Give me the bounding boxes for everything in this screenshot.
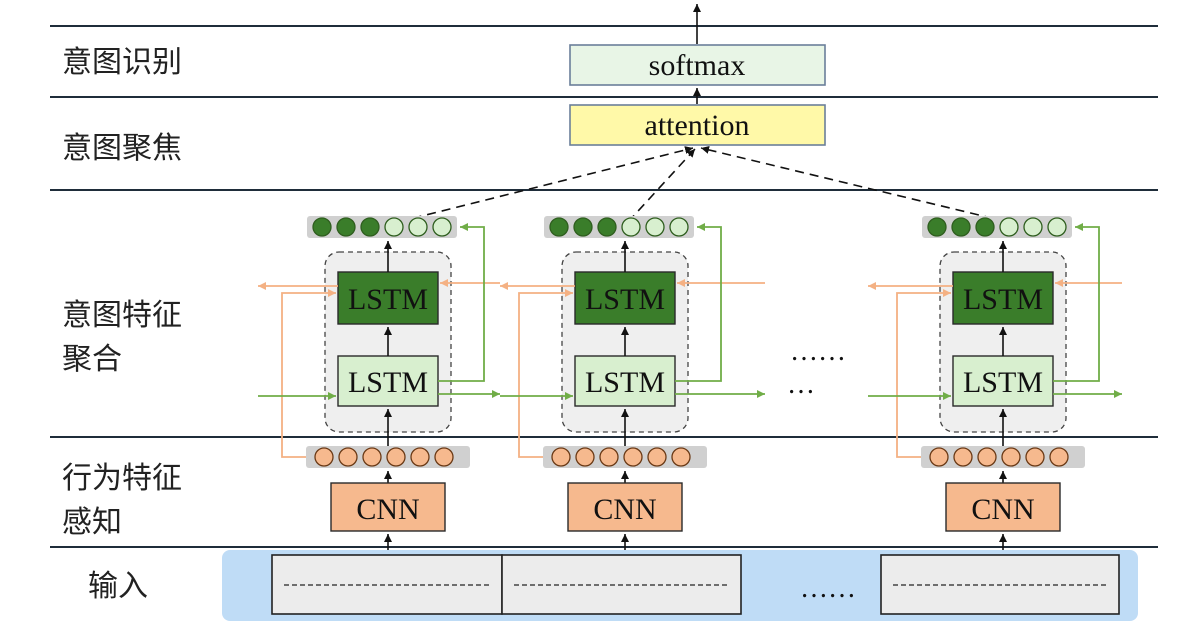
softmax-label: softmax (649, 49, 746, 82)
lstm-bottom-label: LSTM (348, 366, 428, 399)
hidden-unit-active (597, 217, 617, 237)
lstm-bottom-box (337, 355, 439, 407)
hidden-unit-active (975, 217, 995, 237)
cnn-label: CNN (356, 493, 419, 526)
input-cell-1 (271, 554, 503, 615)
hidden-unit-inactive (384, 217, 404, 237)
feature-unit (434, 447, 454, 467)
row-label-focus: 意图聚焦 (62, 131, 182, 166)
lstm-top-label: LSTM (348, 283, 428, 316)
hidden-unit-active (951, 217, 971, 237)
softmax-box: softmax (569, 44, 826, 86)
hidden-unit-inactive (621, 217, 641, 237)
feature-unit (623, 447, 643, 467)
hidden-unit-active (549, 217, 569, 237)
row-label-perception: 行为特征感知 (62, 461, 182, 540)
row-label-recognition: 意图识别 (62, 45, 182, 80)
feature-unit (953, 447, 973, 467)
lstm-bottom-box (574, 355, 676, 407)
column-3: LSTM LSTM CNN (868, 216, 1122, 555)
hidden-unit-active (573, 217, 593, 237)
lstm-top-box (952, 271, 1054, 325)
row-label-aggregation: 意图特征聚合 (62, 298, 182, 377)
cnn-box (945, 482, 1061, 532)
backward-input-line (896, 289, 951, 458)
ellipsis-lower: … (787, 369, 815, 400)
cnn-label: CNN (593, 493, 656, 526)
feature-unit (362, 447, 382, 467)
attention-label: attention (645, 109, 750, 142)
lstm-bottom-label: LSTM (963, 366, 1043, 399)
feature-unit (599, 447, 619, 467)
attention-dashed-links (397, 145, 1009, 223)
forward-output-line (675, 223, 722, 382)
lstm-bottom-label: LSTM (585, 366, 665, 399)
lstm-cnn-columns: LSTM LSTM CNN LSTM LSTM CNN LSTM LSTM CNN (258, 216, 1122, 555)
ellipsis-upper: …… (790, 336, 846, 367)
hidden-unit-inactive (1047, 217, 1067, 237)
lstm-bottom-box (952, 355, 1054, 407)
hidden-unit-active (927, 217, 947, 237)
hidden-unit-active (336, 217, 356, 237)
feature-unit (551, 447, 571, 467)
column-1: LSTM LSTM CNN (258, 216, 500, 555)
lstm-top-label: LSTM (963, 283, 1043, 316)
cnn-box (567, 482, 683, 532)
feature-unit (410, 447, 430, 467)
feature-unit (1001, 447, 1021, 467)
forward-output-line (438, 223, 485, 382)
backward-input-line (281, 289, 336, 458)
feature-unit (1025, 447, 1045, 467)
row-separators (50, 25, 1158, 548)
hidden-unit-inactive (669, 217, 689, 237)
feature-unit (1049, 447, 1069, 467)
hidden-unit-inactive (408, 217, 428, 237)
row-label-input: 输入 (88, 569, 148, 604)
backward-input-line (518, 289, 573, 458)
cnn-label: CNN (971, 493, 1034, 526)
feature-unit (575, 447, 595, 467)
hidden-unit-active (360, 217, 380, 237)
lstm-top-label: LSTM (585, 283, 665, 316)
feature-unit (647, 447, 667, 467)
row-labels: 意图识别 意图聚焦 意图特征聚合 行为特征感知 输入 (62, 45, 182, 604)
feature-unit (671, 447, 691, 467)
feature-unit (977, 447, 997, 467)
cnn-box (330, 482, 446, 532)
lstm-top-box (574, 271, 676, 325)
hidden-unit-active (312, 217, 332, 237)
hidden-unit-inactive (432, 217, 452, 237)
hidden-unit-inactive (1023, 217, 1043, 237)
attention-box: attention (569, 104, 826, 146)
feature-unit (929, 447, 949, 467)
lstm-top-box (337, 271, 439, 325)
forward-output-line (1053, 223, 1100, 382)
hidden-unit-inactive (999, 217, 1019, 237)
feature-unit (314, 447, 334, 467)
input-band: …… (222, 550, 1138, 621)
feature-unit (338, 447, 358, 467)
column-2: LSTM LSTM CNN (500, 216, 765, 555)
feature-unit (386, 447, 406, 467)
hidden-unit-inactive (645, 217, 665, 237)
input-ellipsis: …… (800, 573, 856, 604)
